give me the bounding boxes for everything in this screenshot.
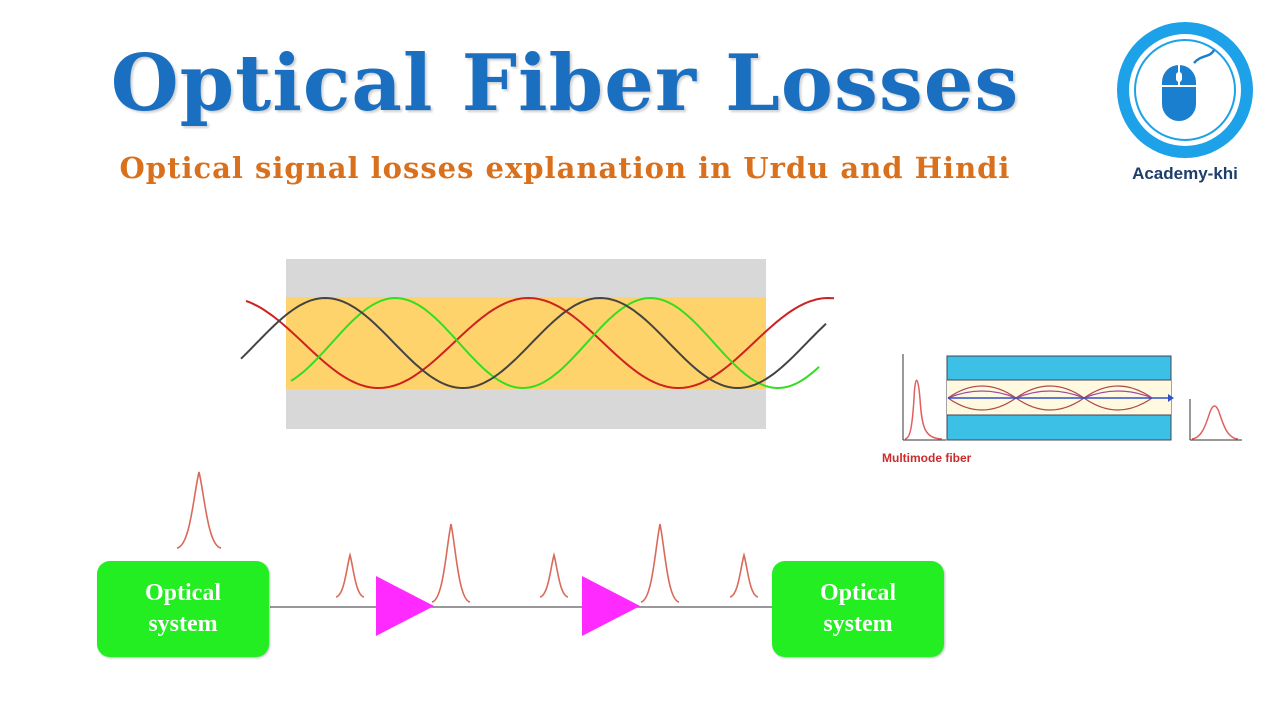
academy-logo bbox=[1117, 22, 1253, 158]
signal-pulse-4 bbox=[539, 552, 569, 598]
ray-3 bbox=[240, 296, 827, 390]
optical-system-sink-label: Optical system bbox=[820, 580, 896, 637]
signal-pulse-3 bbox=[431, 523, 471, 603]
page-subtitle: Optical signal losses explanation in Urd… bbox=[119, 151, 1011, 185]
amplifier-2 bbox=[582, 576, 640, 636]
signal-pulse-1 bbox=[176, 471, 222, 549]
page-title: Optical Fiber Losses bbox=[110, 38, 1020, 129]
logo-label: Academy-khi bbox=[1132, 164, 1238, 183]
optical-system-source: Optical system bbox=[97, 561, 269, 657]
signal-pulse-2 bbox=[335, 552, 365, 598]
mode-paths bbox=[947, 385, 1153, 411]
signal-pulse-6 bbox=[729, 552, 759, 598]
optical-system-sink: Optical system bbox=[772, 561, 944, 657]
fiber-ray-diagram bbox=[240, 259, 835, 429]
output-pulse bbox=[1191, 405, 1239, 440]
ray-2 bbox=[290, 296, 820, 390]
multimode-fiber-inset bbox=[902, 354, 1242, 441]
amplifier-1 bbox=[376, 576, 434, 636]
multimode-fiber-label: Multimode fiber bbox=[882, 451, 972, 465]
ray-1 bbox=[245, 296, 835, 390]
optical-system-source-label: Optical system bbox=[145, 580, 221, 637]
signal-pulse-5 bbox=[640, 523, 680, 603]
computer-mouse-icon bbox=[1162, 49, 1216, 121]
optical-link-diagram bbox=[176, 471, 775, 636]
input-pulse bbox=[904, 379, 943, 440]
fiber-core bbox=[286, 297, 766, 389]
